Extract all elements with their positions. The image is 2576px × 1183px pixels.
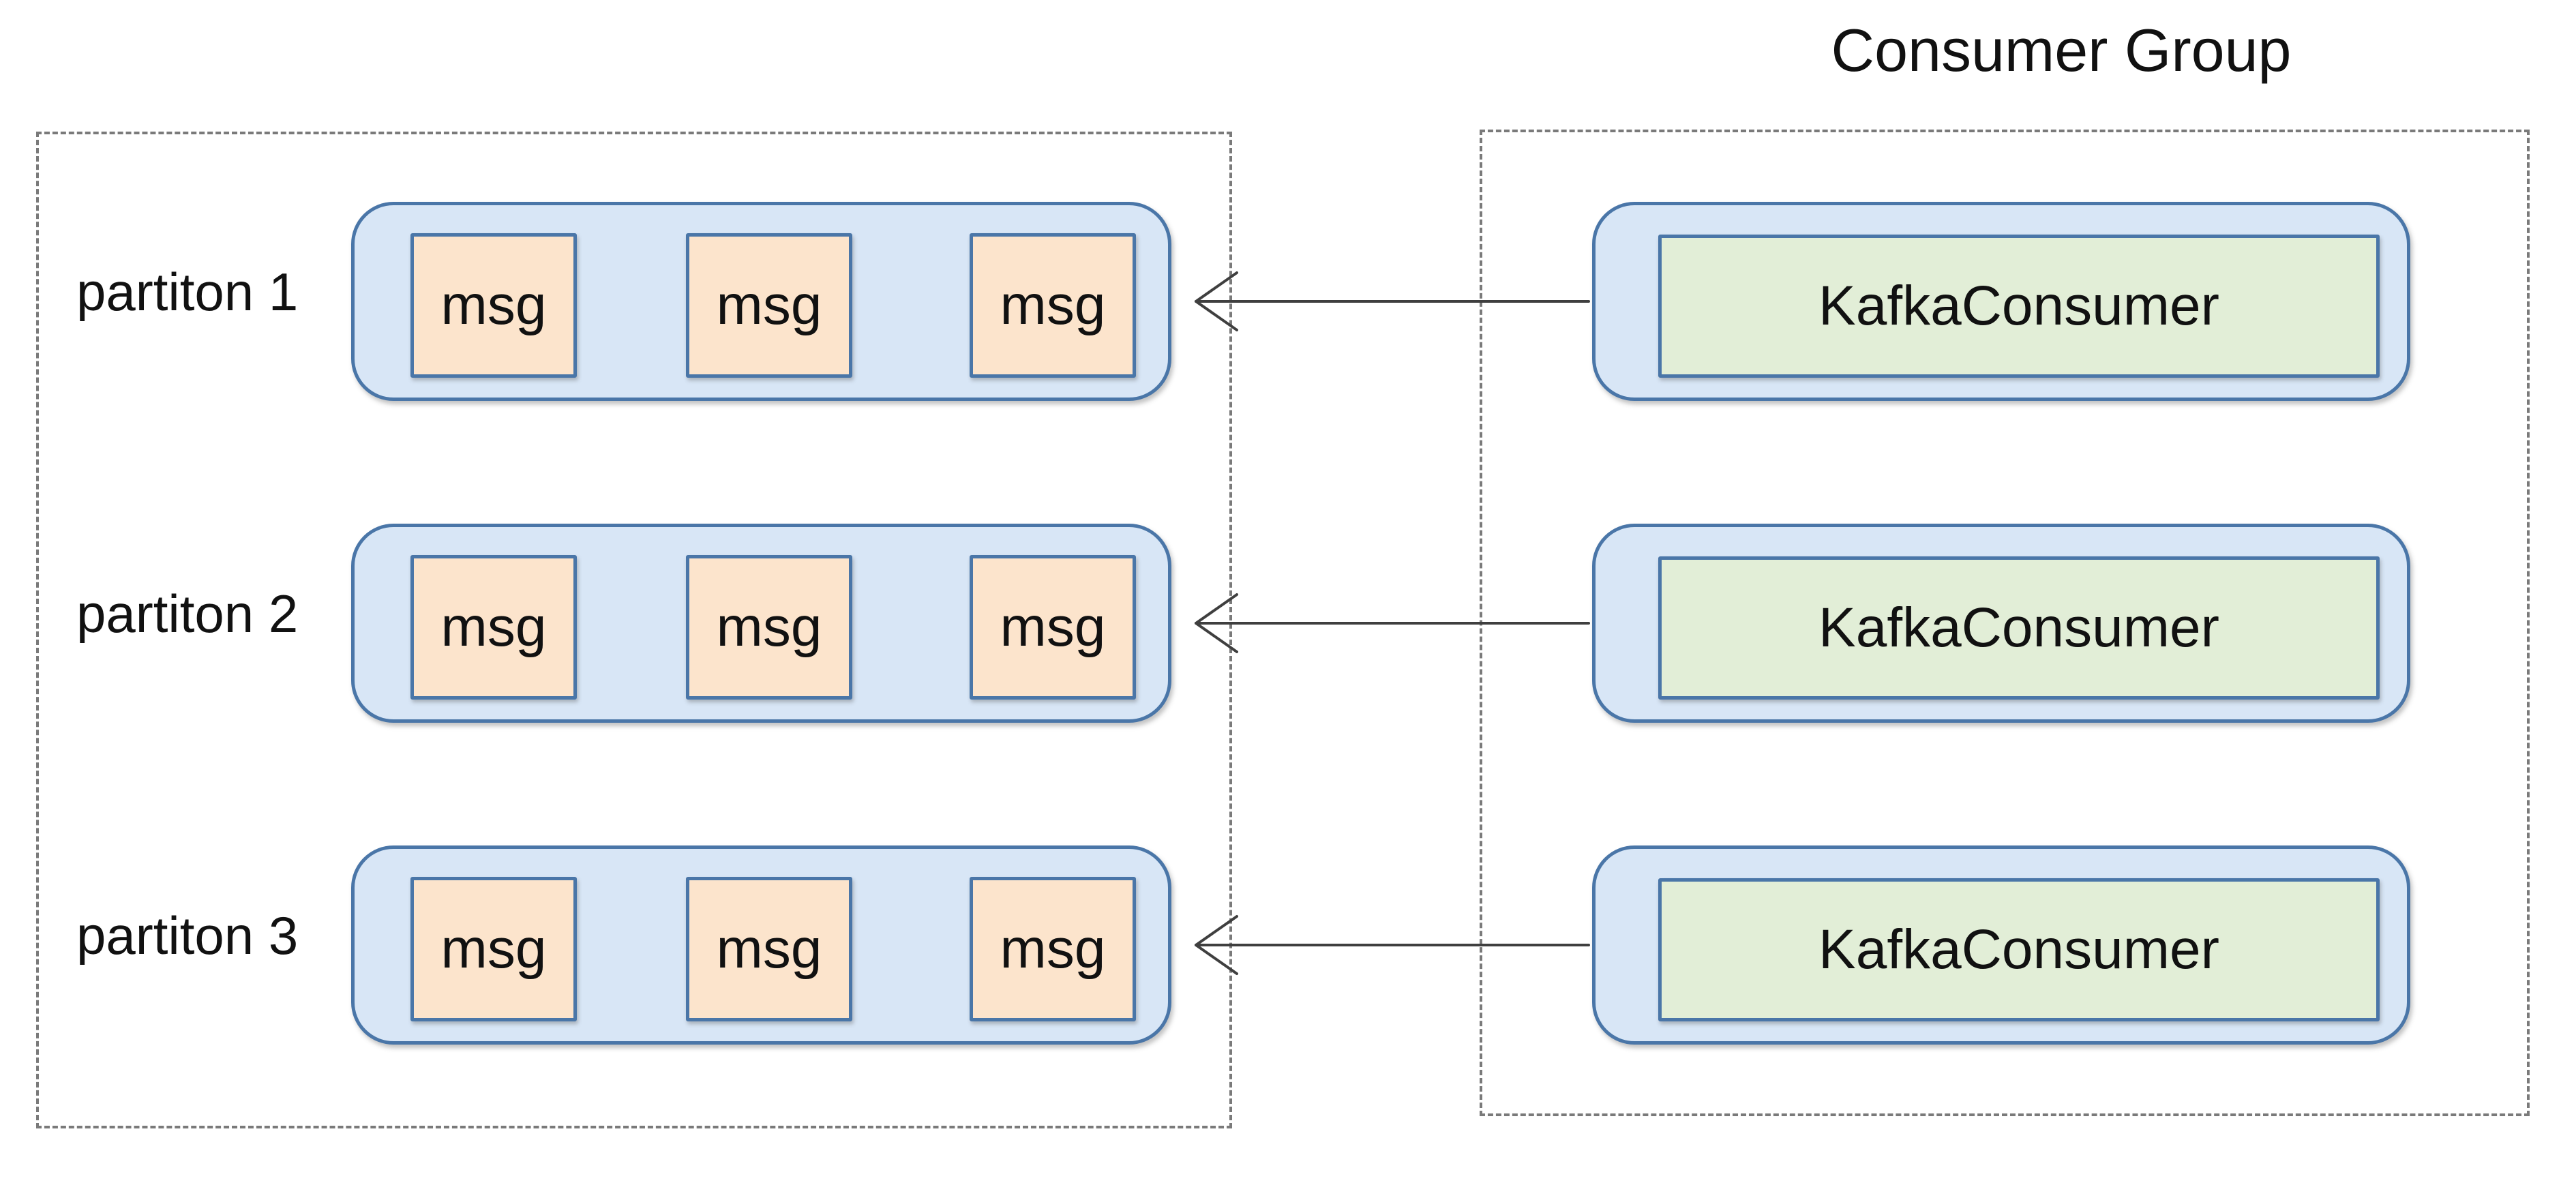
message-box: msg <box>970 877 1136 1021</box>
message-box: msg <box>410 555 577 700</box>
partition-2-box: msg msg msg <box>351 524 1171 723</box>
message-box: msg <box>686 555 852 700</box>
consumer-group-title: Consumer Group <box>1831 16 2292 84</box>
message-box: msg <box>686 877 852 1021</box>
partition-3-box: msg msg msg <box>351 845 1171 1045</box>
partition-1-label: partiton 1 <box>76 262 299 322</box>
message-box: msg <box>970 555 1136 700</box>
consumer-1-outer-box: KafkaConsumer <box>1592 202 2410 401</box>
message-box: msg <box>410 233 577 378</box>
message-box: msg <box>686 233 852 378</box>
message-box: msg <box>970 233 1136 378</box>
consumer-2-outer-box: KafkaConsumer <box>1592 524 2410 723</box>
message-box: msg <box>410 877 577 1021</box>
consumer-3-outer-box: KafkaConsumer <box>1592 845 2410 1045</box>
partition-1-box: msg msg msg <box>351 202 1171 401</box>
kafka-consumer-1-box: KafkaConsumer <box>1658 235 2380 378</box>
kafka-consumer-2-box: KafkaConsumer <box>1658 556 2380 700</box>
partition-3-label: partiton 3 <box>76 905 299 965</box>
kafka-consumer-3-box: KafkaConsumer <box>1658 878 2380 1021</box>
partition-2-label: partiton 2 <box>76 584 299 644</box>
